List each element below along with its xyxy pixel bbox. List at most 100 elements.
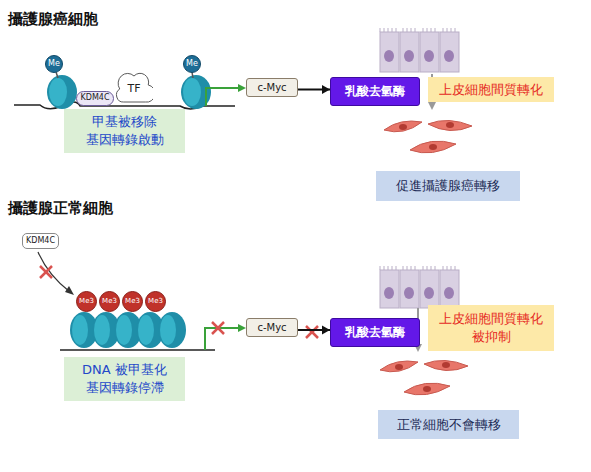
nucleus [442, 362, 450, 368]
cell [424, 360, 468, 370]
cloud-path [117, 73, 153, 102]
nucleosome [47, 72, 77, 109]
connector [298, 326, 330, 335]
section-heading: 攝護腺癌細胞 [8, 10, 98, 29]
node-text: TF [127, 82, 140, 97]
process-box: 上皮細胞間質轉化 [428, 77, 554, 102]
nucleosome-body [47, 75, 77, 109]
cell [428, 120, 472, 130]
cell [384, 121, 422, 132]
nucleus [384, 50, 394, 62]
trimethyl-mark: Me3 [76, 291, 97, 312]
nucleus [444, 50, 454, 62]
node-text: 乳酸去氫酶 [345, 324, 405, 340]
block-stroke [306, 326, 318, 338]
cell [380, 361, 418, 372]
node-text: Me [48, 59, 60, 70]
nucleosome-face [138, 315, 154, 345]
nucleus [429, 144, 437, 150]
node-text: Me3 [102, 297, 117, 306]
nucleosome-face [94, 315, 110, 345]
gene-box: c-Myc [246, 78, 298, 97]
note-box: DNA 被甲基化 基因轉錄停滯 [64, 357, 185, 401]
trimethyl-mark: Me3 [99, 291, 120, 312]
nucleus [424, 287, 434, 299]
cell [404, 383, 450, 395]
node-text: 促進攝護腺癌轉移 [396, 177, 500, 195]
nucleus [384, 287, 394, 299]
process-box: 上皮細胞間質轉化 被抑制 [428, 305, 554, 351]
node-text: 上皮細胞間質轉化 被抑制 [432, 310, 550, 345]
enzyme-box: KDM4C [76, 91, 114, 106]
cell [440, 270, 459, 308]
epithelial-cells [380, 28, 459, 72]
methyl-mark: Me [45, 55, 63, 73]
cell [410, 141, 456, 153]
arrow-head [238, 84, 246, 92]
node-text: 甲基被移除 基因轉錄啟動 [68, 113, 181, 148]
block-stroke [212, 322, 224, 334]
blocked-arrow [38, 252, 70, 292]
trimethyl-mark: Me3 [145, 291, 166, 312]
nucleus [446, 122, 454, 128]
gene-box: c-Myc [246, 318, 298, 337]
arrow-head [428, 102, 436, 110]
cell [380, 32, 399, 72]
nucleus [423, 386, 431, 392]
node-text: 乳酸去氫酶 [345, 83, 405, 99]
nucleus [404, 287, 414, 299]
connector [298, 85, 330, 94]
node-text: KDM4C [26, 236, 55, 247]
cell [400, 270, 419, 308]
cell [400, 32, 419, 72]
enzyme-box: 乳酸去氫酶 [330, 77, 420, 106]
nucleus [399, 124, 407, 130]
section-heading: 攝護腺正常細胞 [8, 199, 113, 218]
histone-tail [56, 72, 58, 78]
node-text: c-Myc [257, 81, 286, 95]
note-box: 甲基被移除 基因轉錄啟動 [64, 109, 185, 153]
node-text: Me [186, 59, 198, 70]
block-stroke [306, 326, 318, 338]
nucleus [424, 50, 434, 62]
enzyme-box: KDM4C [22, 233, 59, 249]
microvilli [380, 28, 455, 32]
nucleosome-body [158, 312, 186, 348]
mesenchymal-cells [384, 120, 472, 152]
node-text: 正常細胞不會轉移 [397, 416, 501, 434]
nucleosome-face [183, 78, 201, 106]
block-mark [40, 266, 52, 278]
outcome-box: 促進攝護腺癌轉移 [376, 171, 520, 201]
enzyme-box: 乳酸去氫酶 [330, 318, 420, 347]
methyl-mark: Me [183, 55, 201, 73]
transcription-arrow [206, 88, 240, 106]
cell [380, 270, 399, 308]
nucleosome-face [116, 315, 132, 345]
block-stroke [212, 322, 224, 334]
nucleosome-face [49, 78, 67, 106]
arrow-head [238, 324, 246, 332]
node-text: Me3 [125, 297, 140, 306]
cell [440, 32, 459, 72]
block-mark [306, 326, 318, 338]
nucleus [395, 364, 403, 370]
arrow-head [65, 286, 74, 295]
nucleosome-array [70, 312, 186, 348]
epithelial-cells [380, 266, 459, 308]
microvilli [380, 266, 455, 270]
nucleosome-face [72, 315, 88, 345]
node-text: DNA 被甲基化 基因轉錄停滯 [68, 361, 181, 396]
cell [420, 32, 439, 72]
node-text: Me3 [79, 297, 94, 306]
node-text: Me3 [148, 297, 163, 306]
nucleus [404, 50, 414, 62]
dna-strand [60, 349, 215, 351]
nucleosome-face [160, 315, 176, 345]
node-text: 上皮細胞間質轉化 [439, 81, 543, 99]
arrow-head [322, 326, 330, 335]
nucleus [444, 287, 454, 299]
trimethyl-mark: Me3 [122, 291, 143, 312]
